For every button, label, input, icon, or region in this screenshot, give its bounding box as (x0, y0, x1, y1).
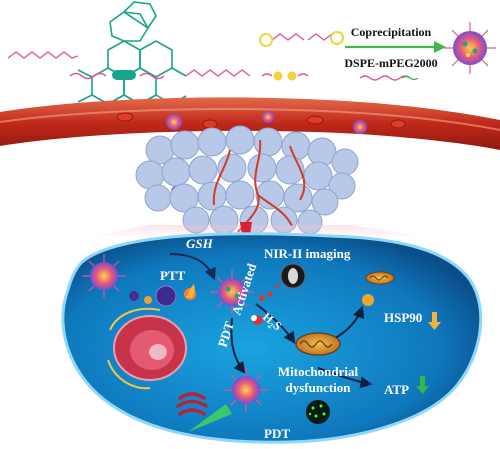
golgi-organelle (176, 392, 208, 416)
label-hsp90: HSP90 (384, 310, 422, 325)
label-nir-imaging: NIR-II imaging (264, 246, 351, 261)
gsh-arrow (169, 253, 216, 281)
label-atp: ATP (384, 382, 409, 397)
blood-vessel (0, 97, 500, 150)
hsp90-decrease-icon (428, 312, 441, 330)
molecule-peg-chains (7, 51, 251, 77)
small-vesicles (129, 291, 152, 304)
h2s-molecules (251, 283, 280, 325)
coprecipitation-arrow (345, 41, 446, 53)
pdt-laser-beam (188, 404, 232, 432)
h2s-arrow (255, 303, 296, 344)
atp-arrow (317, 367, 373, 389)
label-gsh: GSH (186, 236, 214, 251)
yellow-dots-icon (261, 71, 309, 81)
nir-imaging-icon (280, 263, 306, 289)
atp-decrease-icon (416, 376, 429, 394)
incoming-nanoparticle-icon (82, 254, 126, 298)
label-pdt-bottom: PDT (264, 426, 290, 441)
label-mitochondrial: Mitochondrial (278, 364, 359, 379)
ros-fluorescence-icon (306, 400, 330, 424)
component-icons-row (69, 70, 165, 80)
label-dysfunction: dysfunction (285, 380, 351, 395)
activation-arrow (230, 317, 246, 374)
activated-nanoparticle-icon (210, 270, 254, 314)
pdt-nanoparticle-icon (224, 368, 268, 412)
mitochondrion-small-icon (365, 271, 395, 285)
nucleus-organelle (107, 307, 187, 390)
hsp90-protein-icon (362, 294, 374, 306)
label-ptt: PTT (160, 268, 186, 283)
peg-linker-molecule (259, 31, 344, 47)
zoom-beam (94, 225, 420, 236)
ptt-agents (155, 284, 196, 307)
tumor-tissue (135, 125, 359, 235)
process-label-dspe: DSPE-mPEG2000 (344, 56, 437, 70)
nanoparticle-icon (444, 22, 496, 74)
process-label-coprecipitation: Coprecipitation (351, 25, 432, 39)
dspe-chain-icon (359, 75, 419, 81)
mitochondrion-icon (295, 332, 341, 356)
